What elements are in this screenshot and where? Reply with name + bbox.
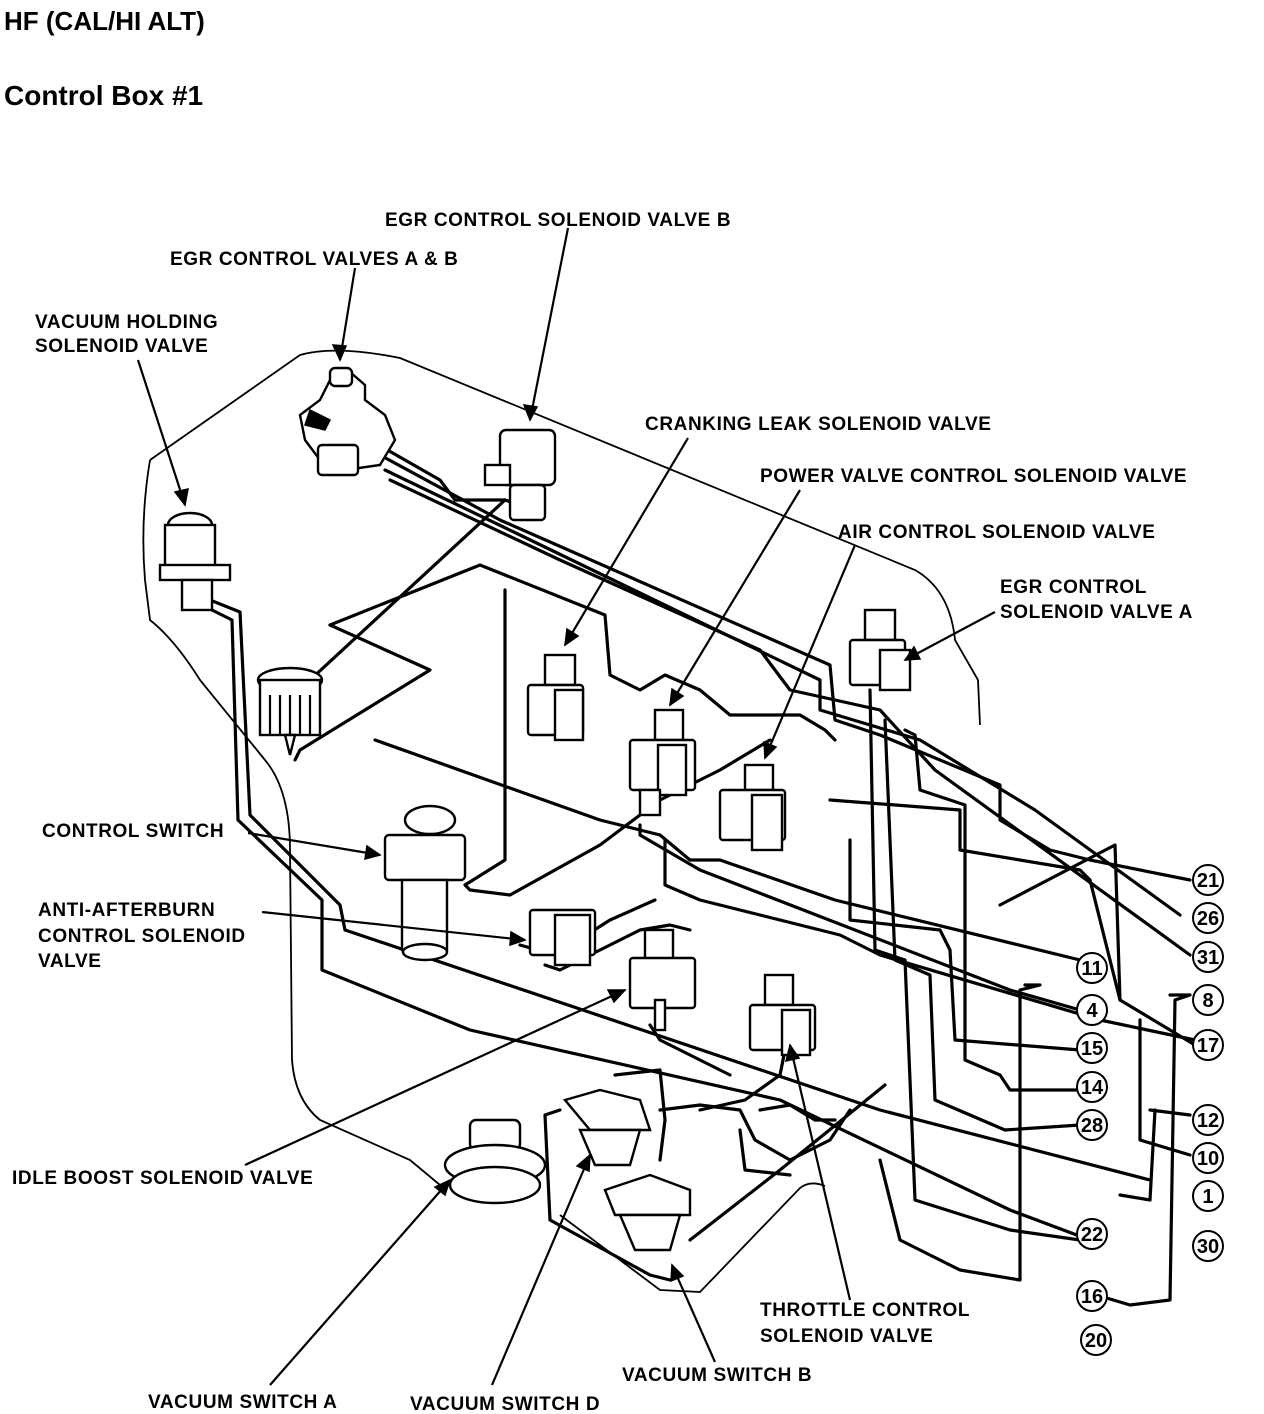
- page-title: HF (CAL/HI ALT): [4, 6, 205, 36]
- label-power-valve-control-solenoid-valve: POWER VALVE CONTROL SOLENOID VALVE: [760, 466, 1187, 487]
- label-anti-afterburn-line1: ANTI-AFTERBURN: [38, 900, 215, 921]
- label-vacuum-switch-b: VACUUM SWITCH B: [622, 1365, 812, 1386]
- label-egr-control-solenoid-valve-a-line2: SOLENOID VALVE A: [1000, 602, 1193, 623]
- svg-text:26: 26: [1197, 908, 1219, 930]
- port-number-28: 28: [1076, 1109, 1108, 1141]
- svg-text:16: 16: [1081, 1286, 1103, 1308]
- vacuum-switch-b: [603, 1173, 692, 1252]
- port-number-22: 22: [1076, 1218, 1108, 1250]
- svg-text:1: 1: [1202, 1186, 1213, 1208]
- label-anti-afterburn-line3: VALVE: [38, 951, 102, 972]
- svg-text:8: 8: [1202, 990, 1213, 1012]
- port-number-1: 1: [1192, 1180, 1224, 1212]
- port-number-17: 17: [1192, 1029, 1224, 1061]
- svg-text:30: 30: [1197, 1236, 1219, 1258]
- vacuum-switch-a: [443, 1118, 547, 1205]
- egr-control-solenoid-valve-a: [848, 608, 912, 692]
- egr-control-valves-a-b: [298, 366, 397, 477]
- port-number-30: 30: [1192, 1230, 1224, 1262]
- anti-afterburn-control-solenoid-valve: [528, 908, 597, 967]
- label-throttle-control-line2: SOLENOID VALVE: [760, 1326, 933, 1347]
- port-number-16: 16: [1076, 1280, 1108, 1312]
- filter-canister: [256, 666, 324, 756]
- label-egr-control-valves-a-b: EGR CONTROL VALVES A & B: [170, 249, 459, 270]
- label-throttle-control-line1: THROTTLE CONTROL: [760, 1300, 970, 1321]
- svg-text:12: 12: [1197, 1110, 1219, 1132]
- port-number-8: 8: [1192, 984, 1224, 1016]
- control-switch: [383, 804, 467, 962]
- label-vacuum-holding-line2: SOLENOID VALVE: [35, 336, 208, 357]
- vacuum-holding-solenoid-valve: [158, 511, 232, 612]
- port-number-11: 11: [1076, 952, 1108, 984]
- label-anti-afterburn-line2: CONTROL SOLENOID: [38, 926, 246, 947]
- port-number-15: 15: [1076, 1032, 1108, 1064]
- port-number-14: 14: [1076, 1071, 1108, 1103]
- label-control-switch: CONTROL SWITCH: [42, 821, 224, 842]
- air-control-solenoid-valve: [718, 763, 787, 852]
- label-idle-boost-solenoid-valve: IDLE BOOST SOLENOID VALVE: [12, 1168, 313, 1189]
- vacuum-switch-d: [562, 1088, 652, 1167]
- egr-control-solenoid-valve-b: [483, 428, 557, 522]
- svg-text:20: 20: [1085, 1330, 1107, 1352]
- label-egr-control-solenoid-valve-a-line1: EGR CONTROL: [1000, 577, 1147, 598]
- port-number-21: 21: [1192, 864, 1224, 896]
- page-subtitle: Control Box #1: [4, 80, 204, 111]
- port-number-26: 26: [1192, 902, 1224, 934]
- idle-boost-solenoid-valve: [628, 928, 697, 1032]
- port-number-4: 4: [1076, 994, 1108, 1026]
- svg-text:4: 4: [1086, 1000, 1098, 1022]
- cranking-leak-solenoid-valve: [526, 653, 585, 742]
- svg-text:14: 14: [1081, 1077, 1104, 1099]
- leader-lines: [136, 227, 996, 1386]
- port-number-31: 31: [1192, 941, 1224, 973]
- vacuum-hoses: [208, 438, 1197, 1307]
- power-valve-control-solenoid-valve: [628, 708, 697, 817]
- label-air-control-solenoid-valve: AIR CONTROL SOLENOID VALVE: [838, 522, 1156, 543]
- label-cranking-leak-solenoid-valve: CRANKING LEAK SOLENOID VALVE: [645, 414, 992, 435]
- throttle-control-solenoid-valve: [748, 973, 817, 1057]
- label-vacuum-holding-line1: VACUUM HOLDING: [35, 312, 218, 333]
- svg-text:21: 21: [1197, 870, 1219, 892]
- svg-text:22: 22: [1081, 1224, 1103, 1246]
- label-vacuum-switch-d: VACUUM SWITCH D: [410, 1394, 600, 1414]
- label-vacuum-switch-a: VACUUM SWITCH A: [148, 1392, 337, 1413]
- control-box-outline: [142, 349, 981, 1293]
- label-egr-control-solenoid-valve-b: EGR CONTROL SOLENOID VALVE B: [385, 210, 731, 231]
- svg-text:28: 28: [1081, 1115, 1103, 1137]
- svg-text:10: 10: [1197, 1148, 1219, 1170]
- svg-text:31: 31: [1197, 947, 1219, 969]
- svg-text:15: 15: [1081, 1038, 1103, 1060]
- svg-text:17: 17: [1197, 1035, 1219, 1057]
- port-number-10: 10: [1192, 1142, 1224, 1174]
- svg-text:11: 11: [1081, 958, 1102, 980]
- port-number-12: 12: [1192, 1104, 1224, 1136]
- port-number-20: 20: [1080, 1324, 1112, 1356]
